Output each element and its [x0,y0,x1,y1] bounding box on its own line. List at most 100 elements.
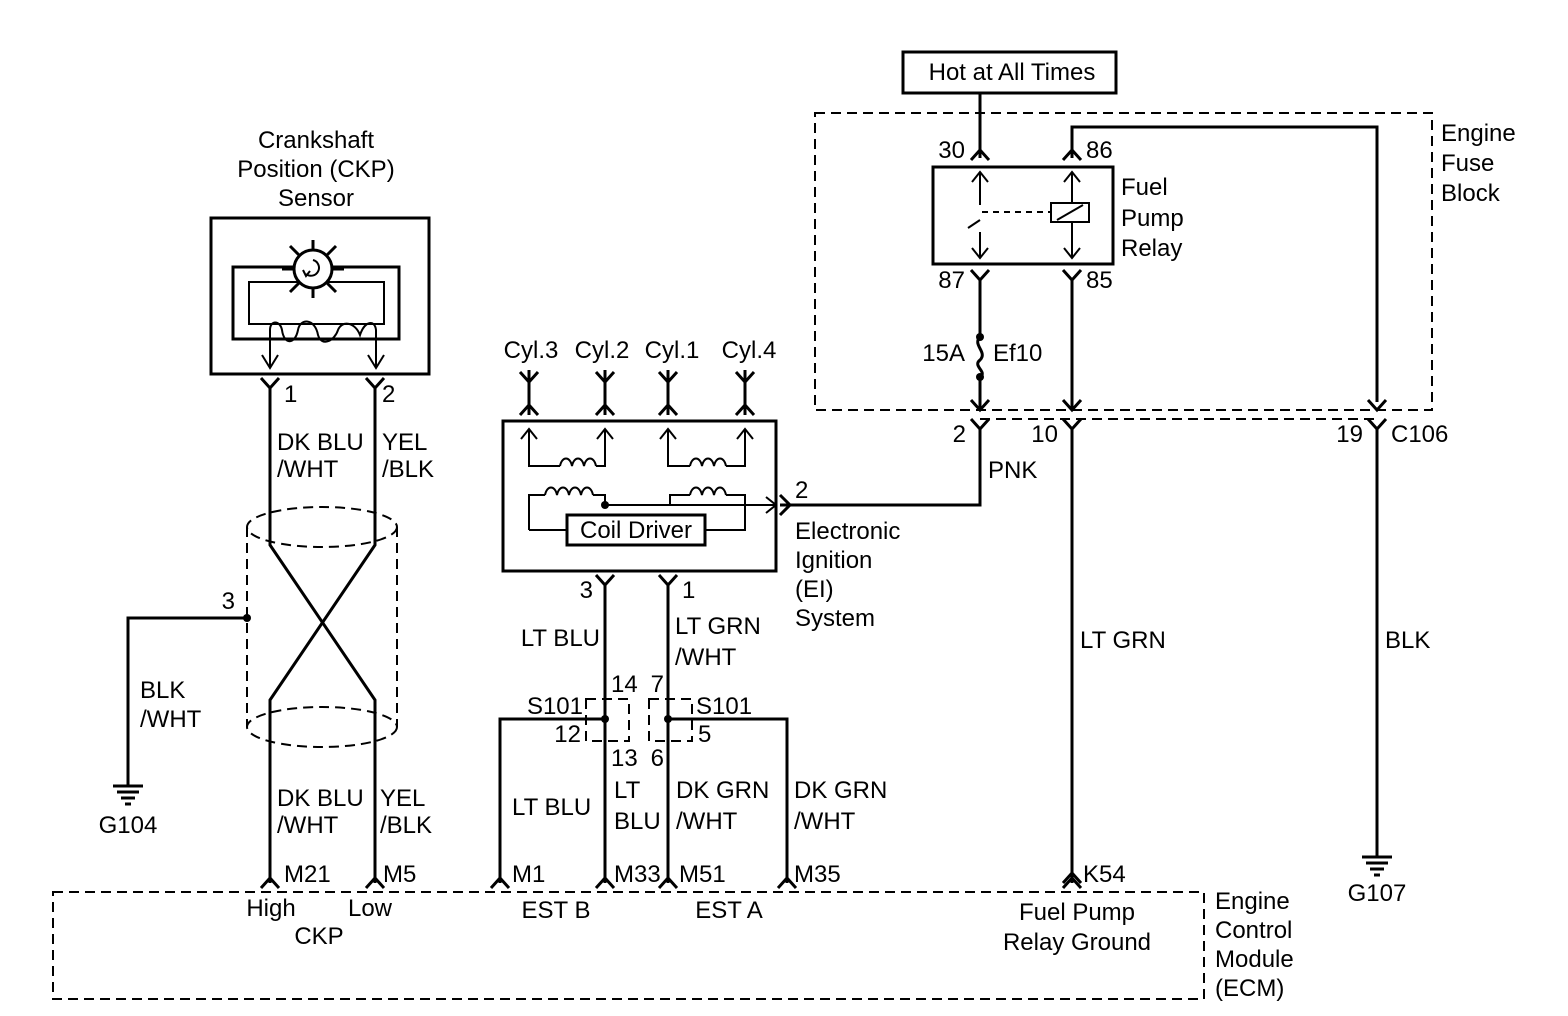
splice-pin-6: 6 [651,745,664,772]
pnk-wire [780,429,982,507]
dk-blu-wht-top-1: DK BLU [277,429,364,456]
lt-grn-wire-label: LT GRN [1080,627,1166,654]
ecm-pin-m5: M5 [383,861,416,888]
ckp-pin-1: 1 [284,381,297,408]
ignition-pin-1: 1 [682,577,695,604]
power-source-box [901,50,1118,95]
ckp-title-3: Sensor [278,185,354,212]
relay-pin-30: 30 [938,137,965,164]
relay-pin-86: 86 [1086,137,1113,164]
ground-g104-symbol [113,784,143,806]
pnk-wire-label: PNK [988,457,1037,484]
relay-label-3: Relay [1121,235,1182,262]
splice-pin-5: 5 [698,721,711,748]
ecm-label-est-a: EST A [695,897,763,924]
cyl-label-1: Cyl.1 [645,337,700,364]
yel-blk-top-2: /BLK [382,456,434,483]
splice-pin-12: 12 [554,721,581,748]
ground-g107-symbol [1362,855,1392,877]
yel-blk-top-1: YEL [382,429,427,456]
dk-blu-wht-bottom-1: DK BLU [277,785,364,812]
ecm-pin-k54: K54 [1083,861,1126,888]
ecm-label-low: Low [348,895,393,922]
ecm-label-high: High [246,895,295,922]
c106-pin-10: 10 [1031,421,1058,448]
yel-blk-bottom-2: /BLK [380,812,432,839]
dk-grn-wht-left-2: /WHT [676,808,738,835]
ecm-label-fuel-pump-ground-2: Relay Ground [1003,929,1151,956]
ignition-module-box [501,419,778,573]
ecm-terminals [259,875,1083,890]
splice-right-name: S101 [696,693,752,720]
shield-pin-3: 3 [222,588,235,615]
fuse-name: Ef10 [993,340,1042,367]
lt-blu-branch-label: LT BLU [512,794,591,821]
ecm-title-4: (ECM) [1215,975,1284,1002]
ckp-sensor-body [209,216,431,376]
cyl-label-4: Cyl.4 [722,337,777,364]
blk-wire-label: BLK [1385,627,1430,654]
ecm-pin-m1: M1 [512,861,545,888]
lt-blu-split-2: BLU [614,808,661,835]
c106-pin-2: 2 [953,421,966,448]
dk-blu-wht-bottom-2: /WHT [277,812,339,839]
splice-pin-7: 7 [651,671,664,698]
ignition-label-3: (EI) [795,576,834,603]
splice-left-name: S101 [527,693,583,720]
blk-wht-label-1: BLK [140,677,185,704]
cyl-label-2: Cyl.2 [575,337,630,364]
ecm-label-fuel-pump-ground-1: Fuel Pump [1019,899,1135,926]
fuse-block-label-1: Engine [1441,120,1516,147]
lt-grn-wht-label-2: /WHT [675,644,737,671]
ignition-pin-3: 3 [580,577,593,604]
ecm-title-2: Control [1215,917,1292,944]
ckp-pin-2: 2 [382,381,395,408]
ecm-boundary [52,891,1205,1000]
ckp-title-1: Crankshaft [258,127,374,154]
ckp-title-2: Position (CKP) [237,156,394,183]
relay-pin-87: 87 [938,267,965,294]
splice-pin-13: 13 [611,745,638,772]
cyl-label-3: Cyl.3 [504,337,559,364]
ignition-terminals [518,370,756,417]
ecm-title-3: Module [1215,946,1294,973]
ground-g104-label: G104 [99,812,158,839]
ecm-title-1: Engine [1215,888,1290,915]
fuse-block-label-2: Fuse [1441,150,1494,177]
fuse-rating: 15A [922,340,965,367]
fuse-ef10 [969,280,991,413]
coil-driver-label: Coil Driver [580,517,692,544]
ignition-label-2: Ignition [795,547,872,574]
dk-blu-wht-top-2: /WHT [277,456,339,483]
lt-grn-wht-label-1: LT GRN [675,613,761,640]
dk-grn-wht-right-1: DK GRN [794,777,887,804]
ecm-pin-m21: M21 [284,861,331,888]
fuse-block-label-3: Block [1441,180,1501,207]
twisted-pair-shield [246,388,398,883]
ecm-pin-m33: M33 [614,861,661,888]
shield-drain-wire [126,616,247,785]
relay-pin-85: 85 [1086,267,1113,294]
ecm-pin-m35: M35 [794,861,841,888]
ignition-pin-2: 2 [795,477,808,504]
dk-grn-wht-right-2: /WHT [794,808,856,835]
ground-g107-label: G107 [1348,880,1407,907]
c106-name: C106 [1391,421,1448,448]
ecm-pin-m51: M51 [679,861,726,888]
lt-blu-split-1: LT [614,777,641,804]
ecm-label-est-b: EST B [522,897,591,924]
ignition-label-1: Electronic [795,518,900,545]
lt-blu-wire-label: LT BLU [521,625,600,652]
c106-pin-19: 19 [1336,421,1363,448]
relay-label-1: Fuel [1121,174,1168,201]
engine-fuse-block-boundary [814,112,1433,411]
ecm-label-ckp: CKP [294,923,343,950]
splice-s101 [498,698,789,883]
ignition-label-4: System [795,605,875,632]
dk-grn-wht-left-1: DK GRN [676,777,769,804]
relay-label-2: Pump [1121,205,1184,232]
power-source-label: Hot at All Times [929,59,1096,86]
yel-blk-bottom-1: YEL [380,785,425,812]
